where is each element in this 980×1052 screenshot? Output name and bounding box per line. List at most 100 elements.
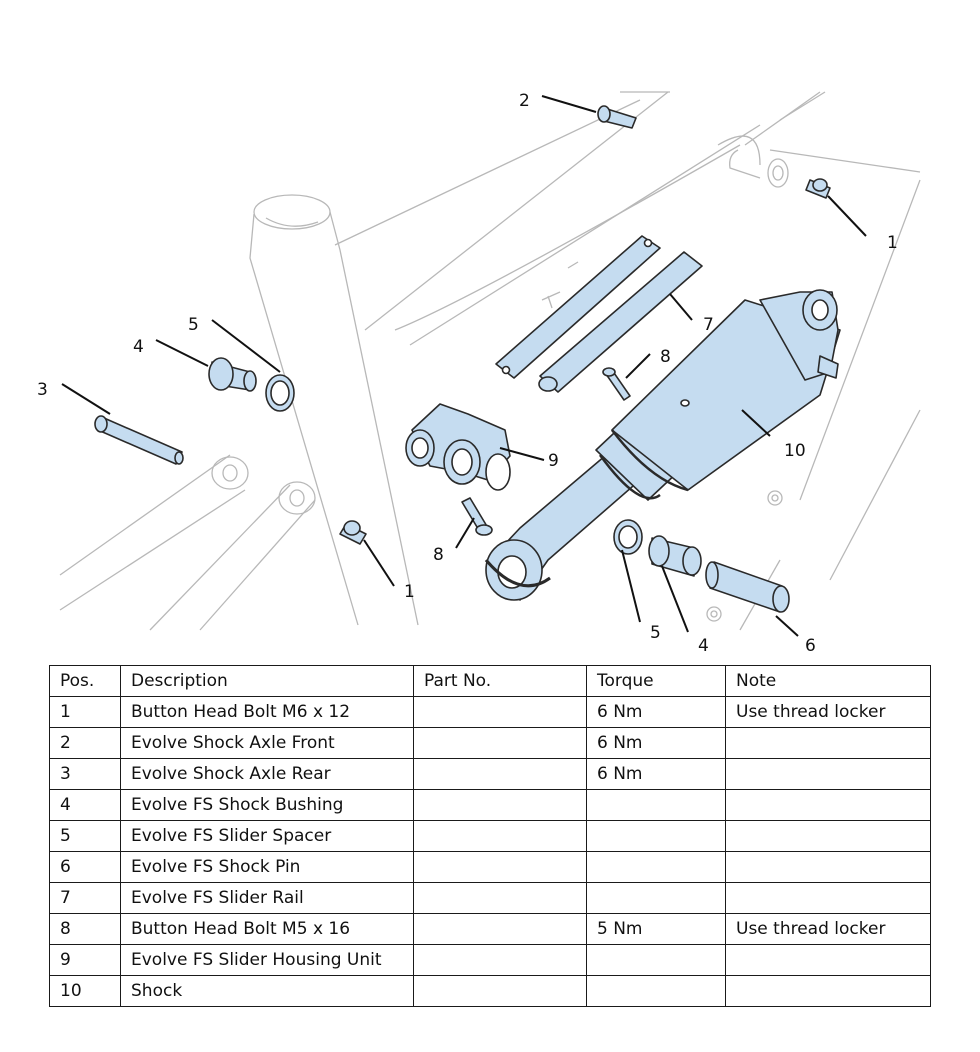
part-4-bushing-left [208, 357, 257, 392]
header-part-no: Part No. [413, 665, 587, 697]
cell-note [725, 975, 931, 1007]
cell-part-no [413, 758, 587, 790]
part-10-shock [484, 289, 841, 601]
header-note: Note [725, 665, 931, 697]
cell-part-no [413, 727, 587, 759]
header-description: Description [120, 665, 414, 697]
cell-torque: 6 Nm [586, 758, 726, 790]
cell-note [725, 820, 931, 852]
cell-torque [586, 944, 726, 976]
cell-torque [586, 882, 726, 914]
callout-6: 6 [805, 636, 816, 656]
callout-labels: 2 1 3 4 5 1 7 8 9 8 10 5 4 6 [37, 91, 898, 656]
cell-part-no [413, 851, 587, 883]
cell-description: Button Head Bolt M6 x 12 [120, 696, 414, 728]
cell-part-no [413, 882, 587, 914]
cell-torque: 6 Nm [586, 727, 726, 759]
callout-7: 7 [703, 315, 714, 335]
leader-lines [61, 95, 867, 637]
cell-description: Evolve Shock Axle Rear [120, 758, 414, 790]
cell-torque [586, 820, 726, 852]
part-2-front-axle [597, 105, 637, 129]
cell-pos: 2 [49, 727, 121, 759]
cell-torque: 5 Nm [586, 913, 726, 945]
cell-description: Evolve FS Slider Spacer [120, 820, 414, 852]
cell-description: Evolve FS Slider Rail [120, 882, 414, 914]
callout-3: 3 [37, 380, 48, 400]
callout-4-right: 4 [698, 636, 709, 656]
cell-pos: 1 [49, 696, 121, 728]
part-5-spacer-left [265, 374, 295, 412]
cell-description: Evolve FS Slider Housing Unit [120, 944, 414, 976]
part-8-bolt-lower [461, 497, 493, 536]
table-row: 7 Evolve FS Slider Rail [49, 882, 931, 914]
part-1-bolt-top [805, 178, 831, 199]
cell-part-no [413, 820, 587, 852]
callout-5-right: 5 [650, 623, 661, 643]
callout-8-upper: 8 [660, 347, 671, 367]
table-row: 5 Evolve FS Slider Spacer [49, 820, 931, 852]
cell-pos: 8 [49, 913, 121, 945]
cell-note [725, 727, 931, 759]
callout-4-left: 4 [133, 337, 144, 357]
cell-part-no [413, 696, 587, 728]
parts-table: Pos. Description Part No. Torque Note 1 … [49, 665, 931, 1007]
cell-note [725, 789, 931, 821]
table-row: 9 Evolve FS Slider Housing Unit [49, 944, 931, 976]
table-row: 3 Evolve Shock Axle Rear 6 Nm [49, 758, 931, 790]
cell-pos: 9 [49, 944, 121, 976]
table-row: 1 Button Head Bolt M6 x 12 6 Nm Use thre… [49, 696, 931, 728]
table-row: 4 Evolve FS Shock Bushing [49, 789, 931, 821]
table-row: 2 Evolve Shock Axle Front 6 Nm [49, 727, 931, 759]
cell-part-no [413, 975, 587, 1007]
cell-note: Use thread locker [725, 696, 931, 728]
callout-2: 2 [519, 91, 530, 111]
callout-1-top: 1 [887, 233, 898, 253]
callout-8-lower: 8 [433, 545, 444, 565]
cell-note [725, 882, 931, 914]
cell-torque: 6 Nm [586, 696, 726, 728]
cell-description: Shock [120, 975, 414, 1007]
parts [94, 105, 841, 613]
part-6-shock-pin [705, 561, 790, 613]
callout-1-lower: 1 [404, 582, 415, 602]
part-7-slider-rail-upper [495, 235, 661, 379]
table-row: 8 Button Head Bolt M5 x 16 5 Nm Use thre… [49, 913, 931, 945]
table-row: 6 Evolve FS Shock Pin [49, 851, 931, 883]
header-torque: Torque [586, 665, 726, 697]
part-5-spacer-right [613, 519, 643, 555]
cell-pos: 4 [49, 789, 121, 821]
cell-note [725, 851, 931, 883]
cell-note: Use thread locker [725, 913, 931, 945]
frame-outline [59, 91, 921, 631]
exploded-view-diagram: 2 1 3 4 5 1 7 8 9 8 10 5 4 6 [37, 91, 921, 656]
part-3-rear-axle [94, 415, 184, 465]
cell-pos: 10 [49, 975, 121, 1007]
callout-9: 9 [548, 451, 559, 471]
callout-5-left: 5 [188, 315, 199, 335]
cell-pos: 7 [49, 882, 121, 914]
cell-description: Evolve FS Shock Pin [120, 851, 414, 883]
cell-part-no [413, 944, 587, 976]
callout-10: 10 [784, 441, 806, 461]
cell-description: Evolve Shock Axle Front [120, 727, 414, 759]
part-7-slider-rail-lower [538, 251, 703, 393]
table-header-row: Pos. Description Part No. Torque Note [49, 665, 931, 697]
cell-part-no [413, 913, 587, 945]
cell-description: Evolve FS Shock Bushing [120, 789, 414, 821]
cell-note [725, 944, 931, 976]
part-9-slider-housing [405, 403, 511, 491]
cell-pos: 3 [49, 758, 121, 790]
cell-note [725, 758, 931, 790]
header-pos: Pos. [49, 665, 121, 697]
cell-pos: 5 [49, 820, 121, 852]
cell-part-no [413, 789, 587, 821]
part-8-bolt-upper [602, 367, 631, 401]
cell-torque [586, 975, 726, 1007]
part-1-bolt-lower [339, 520, 367, 545]
part-4-bushing-right [648, 535, 702, 577]
cell-torque [586, 789, 726, 821]
cell-pos: 6 [49, 851, 121, 883]
cell-torque [586, 851, 726, 883]
cell-description: Button Head Bolt M5 x 16 [120, 913, 414, 945]
